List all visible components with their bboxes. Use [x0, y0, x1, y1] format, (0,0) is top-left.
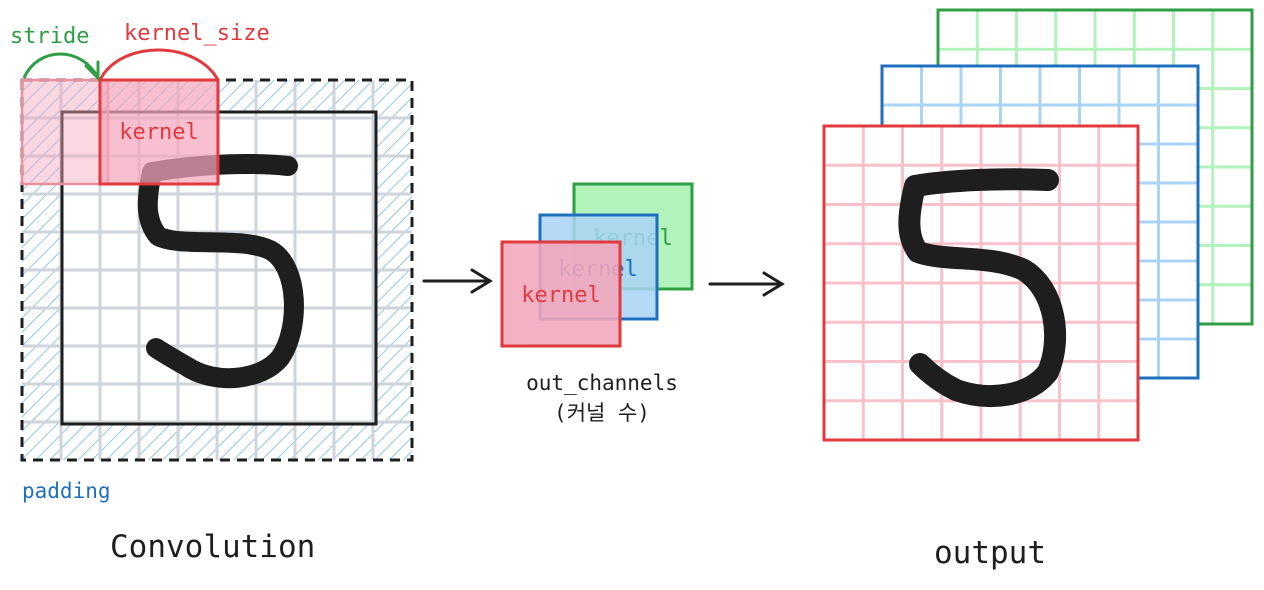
stride-previous-window [20, 78, 110, 186]
kernel-window [98, 78, 220, 186]
stride-arrow-head [84, 60, 100, 82]
kernel-red [500, 240, 622, 348]
stride-arrow [22, 52, 100, 79]
kernel-size-label: kernel_size [124, 21, 270, 46]
output-map-border [822, 124, 1140, 442]
arrow-right-icon [708, 271, 785, 297]
convolution-label: Convolution [110, 529, 315, 565]
padding-label: padding [22, 479, 111, 503]
output-label: output [934, 535, 1046, 571]
arrow-right-icon [422, 268, 493, 294]
kernel-window-label: kernel [119, 120, 198, 145]
stride-label: stride [10, 24, 89, 49]
kernel-red-label: kernel [521, 283, 600, 308]
digit-five-output [898, 168, 1067, 407]
kernel-size-arc [98, 48, 220, 81]
out-channels-sublabel: (커널 수) [554, 401, 650, 425]
out-channels-label: out_channels [526, 371, 678, 395]
